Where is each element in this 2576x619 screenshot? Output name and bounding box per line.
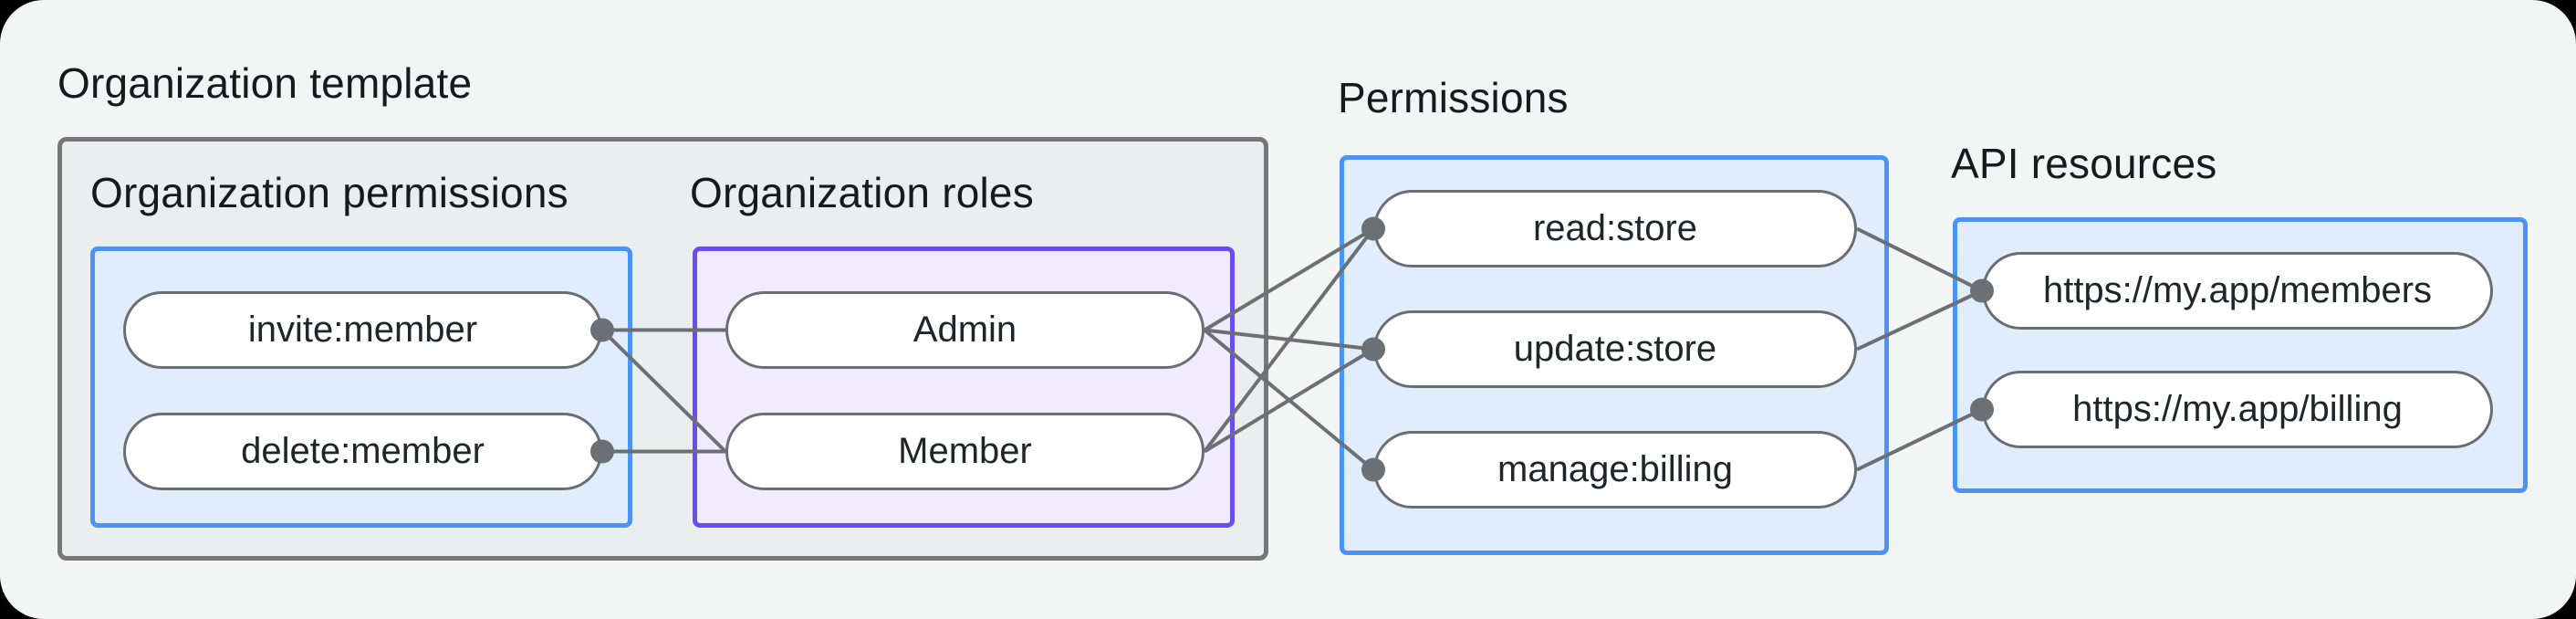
node-update-store: update:store: [1373, 310, 1857, 388]
node-member: Member: [725, 413, 1205, 490]
node-delete-member: delete:member: [123, 413, 602, 490]
node-manage-billing: manage:billing: [1373, 431, 1857, 509]
node-api-billing: https://my.app/billing: [1982, 371, 2493, 448]
org-template-title: Organization template: [57, 59, 473, 107]
api-resources-label: API resources: [1951, 140, 2217, 187]
org-roles-label: Organization roles: [690, 169, 1034, 216]
node-api-members: https://my.app/members: [1982, 252, 2493, 330]
node-admin: Admin: [725, 291, 1205, 369]
node-read-store: read:store: [1373, 190, 1857, 268]
org-permissions-label: Organization permissions: [90, 169, 568, 216]
permissions-label: Permissions: [1338, 74, 1569, 121]
node-invite-member: invite:member: [123, 291, 602, 369]
